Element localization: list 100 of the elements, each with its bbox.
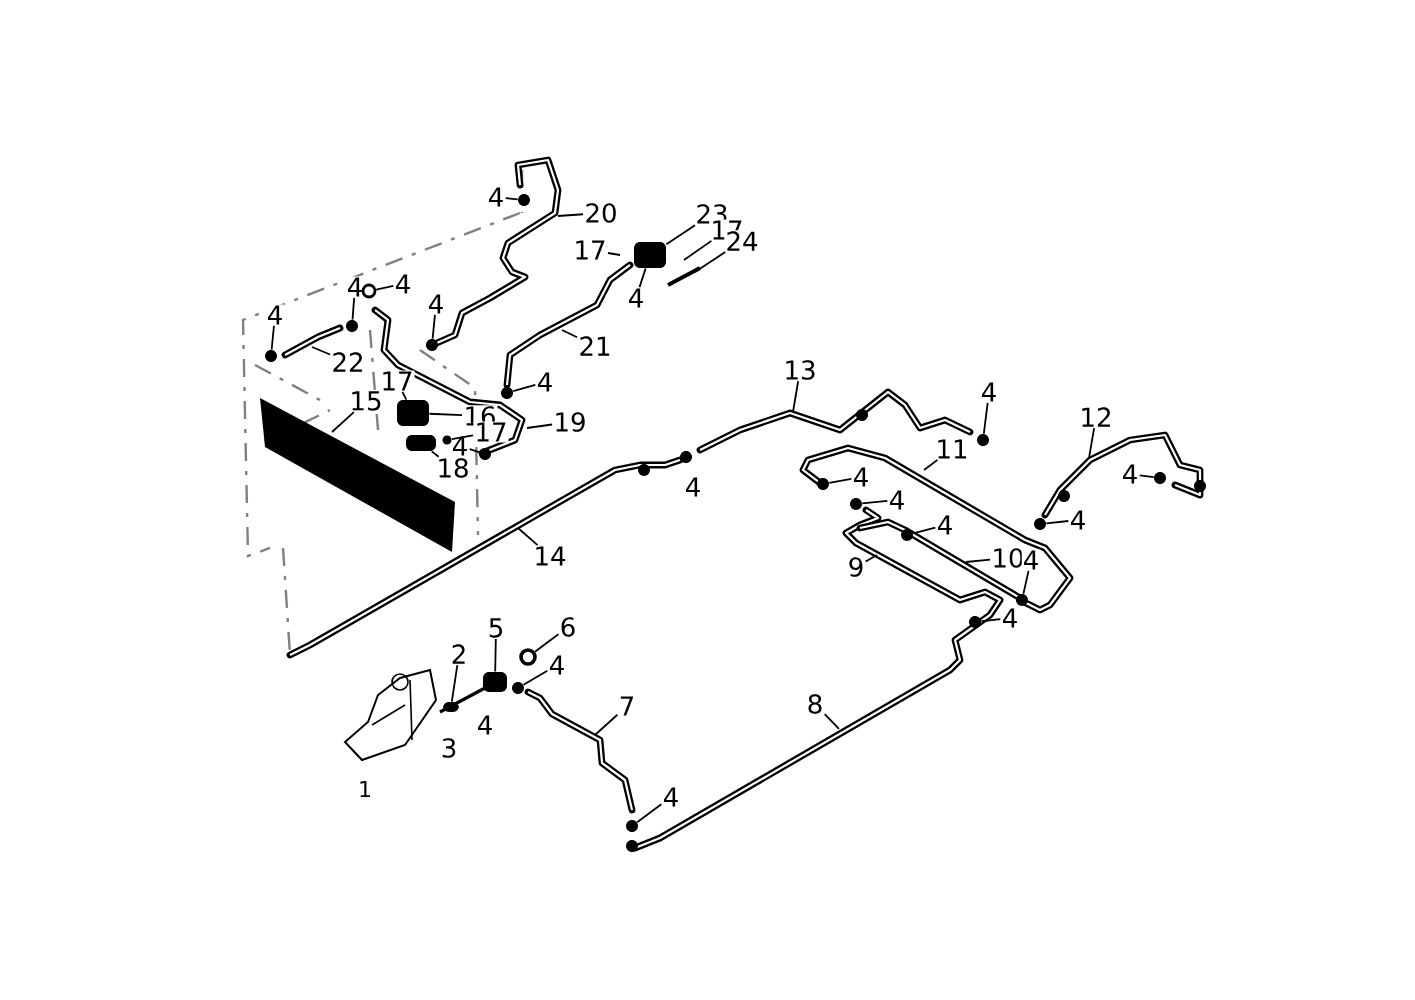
callout-number: 15 — [348, 390, 384, 412]
leader-line — [1088, 427, 1095, 459]
hose-clamp — [817, 478, 829, 490]
callout-number: 21 — [577, 335, 613, 357]
leader-line — [965, 558, 991, 563]
leader-line — [923, 459, 939, 471]
leader-line — [683, 239, 713, 261]
callout-number: 4 — [535, 371, 555, 393]
callout-number: 4 — [887, 489, 907, 511]
callout-number: 9 — [846, 556, 866, 578]
callout-number: 7 — [617, 695, 637, 717]
callout-number: 4 — [1000, 607, 1020, 629]
hose-clamp — [265, 350, 277, 362]
callout-number: 17 — [379, 370, 415, 392]
callout-number: 3 — [439, 737, 459, 759]
leader-line — [468, 448, 480, 453]
pump — [634, 242, 666, 268]
callout-number: 4 — [626, 287, 646, 309]
clamp-ring — [519, 648, 537, 666]
hose-clamp — [501, 387, 513, 399]
callout-number: 4 — [265, 304, 285, 326]
hose-clamp — [479, 448, 491, 460]
callout-number: 2 — [449, 643, 469, 665]
callout-number: 4 — [683, 476, 703, 498]
mounting-bracket — [406, 435, 436, 451]
leader-line — [331, 411, 355, 433]
leader-line — [311, 346, 331, 356]
callout-number: 12 — [1078, 406, 1114, 428]
hose-clamp — [1154, 472, 1166, 484]
callout-number: 4 — [393, 273, 413, 295]
callout-number: 11 — [934, 438, 970, 460]
leader-line — [512, 383, 537, 393]
leader-line — [823, 713, 840, 730]
leader-line — [428, 412, 463, 417]
callout-number: 6 — [558, 616, 578, 638]
leader-line — [561, 329, 578, 339]
hose-clamp — [518, 194, 530, 206]
leader-line — [638, 267, 647, 288]
callout-number: 19 — [552, 411, 588, 433]
leader-line — [828, 477, 853, 484]
leader-line — [1138, 474, 1155, 479]
callout-number: 4 — [979, 381, 999, 403]
callout-number: 4 — [547, 654, 567, 676]
leader-line — [401, 390, 408, 401]
callout-number: 4 — [851, 466, 871, 488]
hose-clamp — [426, 339, 438, 351]
leader-line — [594, 713, 619, 736]
leader-line — [607, 252, 621, 256]
leader-line — [504, 197, 519, 201]
leader-line — [665, 224, 696, 246]
valve — [483, 672, 507, 692]
leader-line — [1045, 520, 1070, 525]
callout-number: 4 — [1068, 509, 1088, 531]
callout-number: 20 — [583, 202, 619, 224]
hose-clamp — [1034, 518, 1046, 530]
leader-line — [557, 213, 584, 217]
callout-number: 4 — [345, 276, 365, 298]
leader-line — [375, 285, 395, 291]
leader-line — [861, 500, 889, 505]
callout-number: 1 — [357, 780, 373, 798]
leader-line — [517, 527, 539, 546]
callout-number: 4 — [486, 186, 506, 208]
callout-number: 4 — [661, 786, 681, 808]
leader-line — [430, 450, 440, 458]
leader-line — [694, 251, 727, 273]
callout-number: 4 — [935, 514, 955, 536]
hose-clamp — [512, 682, 524, 694]
callout-number: 14 — [532, 545, 568, 567]
leader-line — [636, 803, 663, 824]
leader-line — [1022, 570, 1030, 595]
callout-number: 18 — [435, 457, 471, 479]
leader-line — [431, 314, 436, 340]
hose-clamp — [901, 529, 913, 541]
hose-clamp — [969, 616, 981, 628]
callout-number: 8 — [805, 693, 825, 715]
leader-line — [912, 526, 937, 535]
hose-clamp — [346, 320, 358, 332]
callout-number: 13 — [782, 359, 818, 381]
leader-line — [534, 633, 560, 653]
hose-clamp — [850, 498, 862, 510]
clamp-ring — [361, 283, 377, 299]
hose-clamp — [977, 434, 989, 446]
hose-clamp — [626, 820, 638, 832]
leader-line — [980, 618, 1002, 623]
leader-line — [351, 297, 356, 321]
callout-number: 5 — [486, 617, 506, 639]
callout-number: 4 — [426, 293, 446, 315]
leader-line — [494, 638, 497, 673]
leader-line — [526, 423, 553, 429]
leader-line — [864, 554, 878, 563]
pump — [397, 400, 429, 426]
callout-number: 22 — [330, 351, 366, 373]
leader-line — [450, 434, 474, 440]
leader-line — [982, 402, 989, 435]
callout-number: 17 — [572, 239, 608, 261]
callout-number: 4 — [1120, 463, 1140, 485]
hose-connector — [443, 702, 459, 712]
leader-line — [270, 324, 275, 351]
bolt — [442, 435, 452, 445]
leader-line — [522, 669, 549, 686]
